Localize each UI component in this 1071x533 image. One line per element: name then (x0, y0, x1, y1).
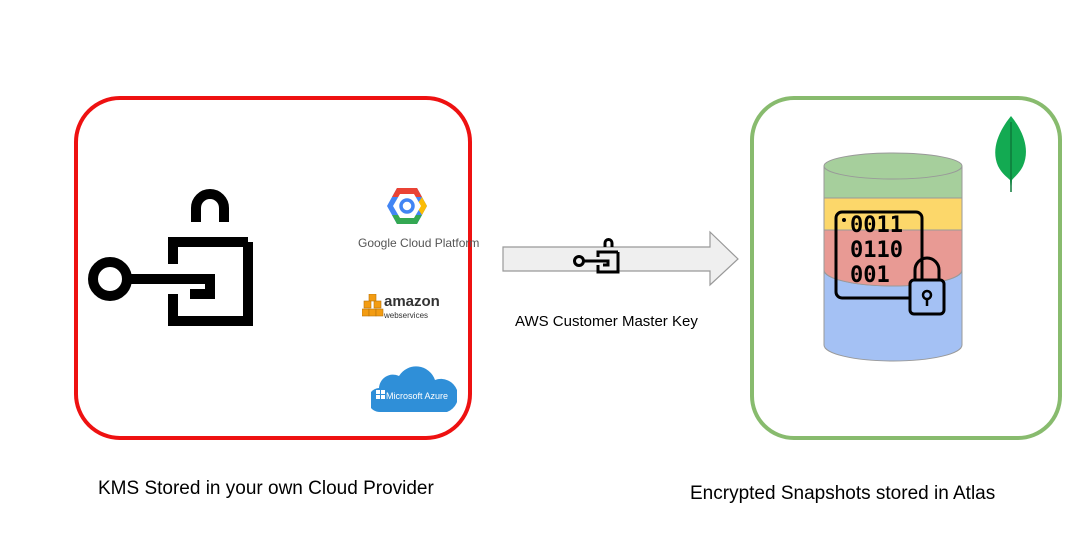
azure-cloud-icon (371, 366, 457, 413)
small-key-icon (573, 238, 620, 274)
transfer-arrow (502, 230, 739, 287)
kms-container (74, 96, 472, 440)
atlas-container (750, 96, 1062, 440)
encrypted-database-icon (823, 152, 963, 362)
aws-cubes-icon (362, 294, 384, 317)
binary-row: 0011 (850, 213, 903, 238)
kms-caption: KMS Stored in your own Cloud Provider (98, 478, 434, 499)
mongodb-leaf-icon (995, 116, 1026, 192)
google-cloud-label: Google Cloud Platform (358, 236, 480, 250)
key-icon (88, 189, 253, 326)
aws-label: amazon (384, 293, 440, 310)
binary-text: 0011 0110 001 (850, 213, 903, 288)
binary-row: 0110 (850, 238, 903, 263)
google-cloud-icon (387, 188, 427, 224)
azure-label: Microsoft Azure (386, 391, 449, 401)
aws-sublabel: webservices (384, 311, 429, 320)
atlas-caption: Encrypted Snapshots stored in Atlas (690, 483, 996, 504)
arrow-label: AWS Customer Master Key (515, 313, 698, 330)
binary-row: 001 (850, 263, 890, 288)
